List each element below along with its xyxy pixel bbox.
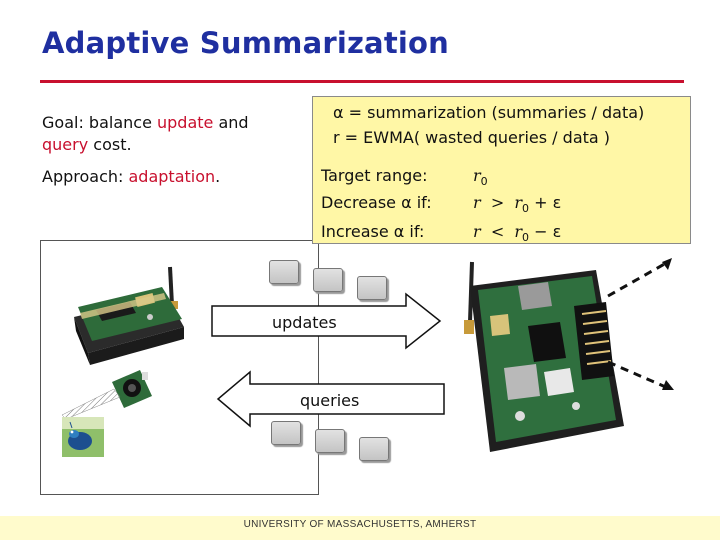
goal-text: Goal: balance update and query cost. [42, 112, 312, 156]
footer-text: UNIVERSITY OF MASSACHUSETTS, AMHERST [243, 519, 477, 530]
updates-label: updates [272, 313, 337, 332]
goal-update-keyword: update [157, 113, 214, 132]
goal-query-keyword: query [42, 135, 89, 154]
peacock-photo-icon [61, 388, 121, 457]
message-icon [357, 276, 387, 300]
approach-keyword: adaptation [128, 167, 216, 186]
radio-links [607, 258, 674, 390]
footer-band [0, 516, 720, 540]
target-range-label: Target range: [321, 166, 428, 185]
message-icon [313, 268, 343, 292]
alpha-definition: α = summarization (summaries / data) [333, 103, 645, 122]
increase-alpha-condition: r < r0 − ε [473, 222, 562, 244]
r-definition: r = EWMA( wasted queries / data ) [333, 128, 611, 147]
queries-label: queries [300, 391, 360, 410]
increase-alpha-label: Increase α if: [321, 222, 425, 241]
goal-prefix: Goal: balance [42, 113, 157, 132]
slide-title: Adaptive Summarization [42, 26, 450, 60]
decrease-alpha-condition: r > r0 + ε [473, 193, 562, 215]
message-icon [269, 260, 299, 284]
approach-prefix: Approach: [42, 167, 129, 186]
updates-arrow [211, 292, 442, 350]
decrease-alpha-label: Decrease α if: [321, 193, 432, 212]
approach-suffix: . [215, 167, 221, 186]
adaptation-rules-box: α = summarization (summaries / data) r =… [312, 96, 691, 244]
title-divider [40, 80, 684, 83]
sensor-board-icon [74, 266, 184, 365]
approach-text: Approach: adaptation. [42, 166, 220, 188]
message-icon [271, 421, 301, 445]
queries-arrow [216, 370, 445, 428]
message-icon [315, 429, 345, 453]
goal-and: and [213, 113, 249, 132]
goal-suffix: cost. [88, 135, 132, 154]
message-icon [359, 437, 389, 461]
target-range-value: r0 [473, 166, 488, 188]
camera-icon [112, 370, 152, 408]
gateway-board-icon [464, 261, 624, 452]
